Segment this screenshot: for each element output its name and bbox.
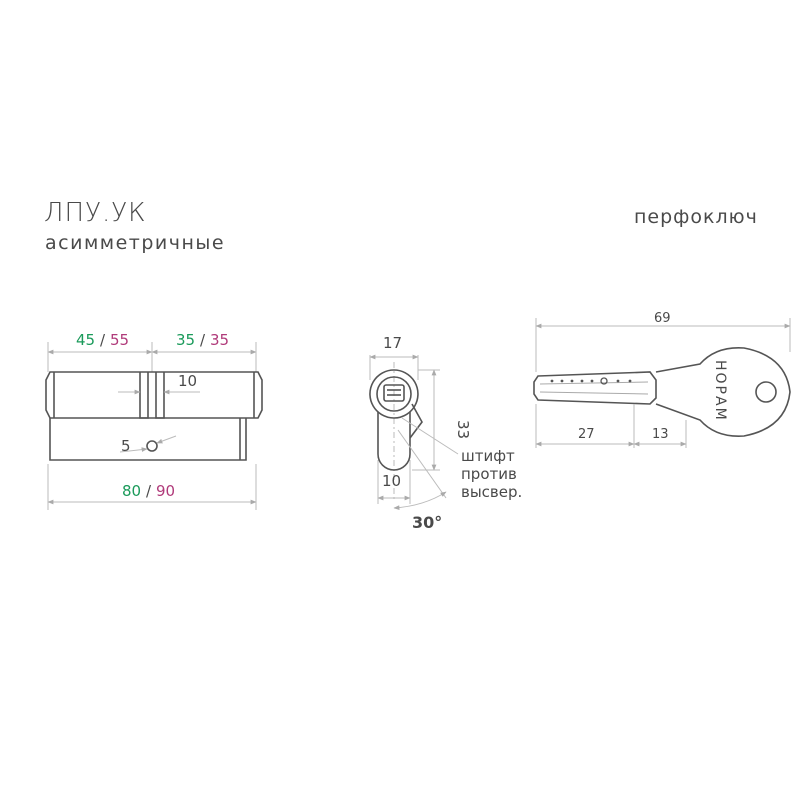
dim-total-a: 80 xyxy=(122,482,141,500)
key-ring-hole xyxy=(755,381,777,403)
keyway xyxy=(383,384,405,402)
key-view: 69 НОРАМ 27 13 xyxy=(533,311,791,448)
key-dimples xyxy=(550,377,632,385)
dim-profile-bottom: 10 xyxy=(382,472,401,490)
product-title: ЛПУ.УК xyxy=(44,198,147,228)
dim-separator: / xyxy=(146,482,152,500)
key-blade xyxy=(533,371,657,405)
dim-profile-width: 17 xyxy=(383,334,402,352)
hole-dim-line xyxy=(119,447,148,453)
key-brand: НОРАМ xyxy=(712,360,728,422)
cylinder-lower-body xyxy=(49,418,247,461)
angle-leader xyxy=(397,429,447,499)
key-head xyxy=(655,347,791,437)
angle-label: 30° xyxy=(412,513,442,532)
dim-left-a: 45 xyxy=(76,331,95,349)
dim-separator: / xyxy=(200,331,206,349)
pin-note-line2: против xyxy=(461,465,517,483)
pin-note-line1: штифт xyxy=(461,447,515,465)
screw-hole xyxy=(146,440,158,452)
hole-dim-line xyxy=(156,435,177,444)
dim-right-a: 35 xyxy=(176,331,195,349)
dim-right-b: 35 xyxy=(210,331,229,349)
dim-profile-height: 33 xyxy=(454,420,472,439)
angle-arc xyxy=(393,491,447,511)
cylinder-side-view: 45 / 55 35 / 35 10 5 80 / 90 xyxy=(45,331,263,510)
profile-inner-ring xyxy=(376,376,412,412)
dim-hole: 5 xyxy=(121,437,131,455)
dim-key-total: 69 xyxy=(654,311,671,326)
cylinder-profile-view: 17 33 10 штифт против высвер. 30° xyxy=(369,334,522,532)
key-type-label: перфоключ xyxy=(634,206,758,228)
profile-round xyxy=(369,369,419,419)
dim-key-head: 13 xyxy=(652,427,669,442)
dim-left-b: 55 xyxy=(110,331,129,349)
key-groove xyxy=(539,381,649,385)
product-subtitle: асимметричные xyxy=(45,232,226,254)
cam-slot-right xyxy=(155,372,165,419)
cam-lever xyxy=(409,403,423,439)
profile-stem xyxy=(377,412,411,471)
cylinder-upper-body xyxy=(45,371,263,419)
pin-leader xyxy=(401,417,459,455)
dim-separator: / xyxy=(100,331,106,349)
dim-key-blade: 27 xyxy=(578,427,595,442)
key-groove xyxy=(539,391,649,395)
cam-slot-left xyxy=(139,372,149,419)
dim-total-b: 90 xyxy=(156,482,175,500)
dim-slot: 10 xyxy=(178,372,197,390)
pin-note-line3: высвер. xyxy=(461,483,522,501)
